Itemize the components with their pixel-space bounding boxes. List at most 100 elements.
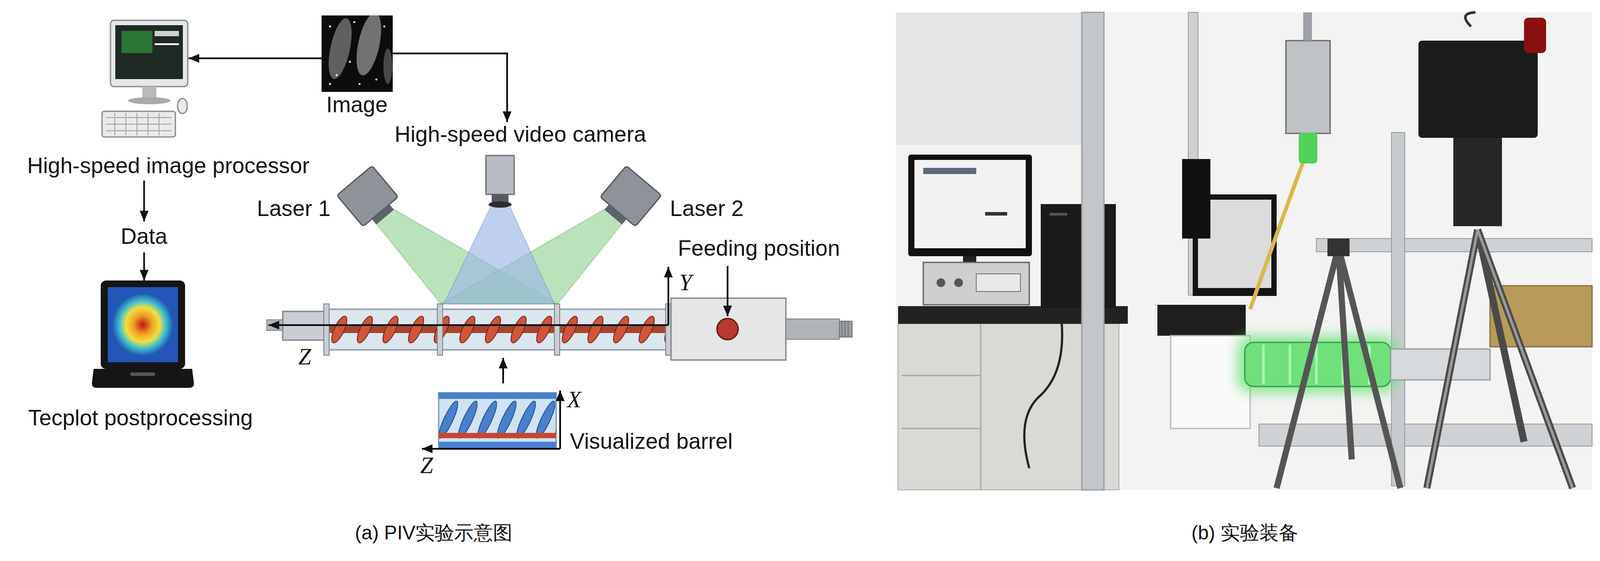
tripod [1276,247,1401,489]
hs-lens [1453,137,1502,227]
screen-bar [923,167,977,175]
laser-head [1298,132,1318,164]
particle-streak [324,16,357,81]
keyboard [102,111,176,137]
icon-node: Visualized barrel [438,392,557,449]
monitor-stand [142,86,157,99]
barrel-window [438,392,557,449]
laptop-icon [91,280,194,388]
knob [936,278,946,288]
flange [554,303,560,356]
axis-strip [438,432,557,439]
particle-streak [383,48,393,84]
camera-icon [485,155,515,208]
pc-slot [1049,212,1068,216]
frame-rail [1316,238,1593,252]
flow-arrow [143,252,145,281]
icon-node: High-speed video camera [484,154,516,208]
node-label: Visualized barrel [569,428,733,455]
photo-screen [914,159,1026,249]
part-label: Feeding position [678,235,841,262]
screen-line [154,43,179,46]
icon-node: Laser 2 [597,163,664,230]
frame-rail [1258,424,1593,447]
shaft-spline [839,321,853,338]
x-axis [559,390,562,449]
tripod-highlight [1426,229,1573,489]
photo-camera [1182,159,1211,239]
laser-arm [1250,150,1308,310]
photo-monitor [908,154,1032,257]
flange [437,303,443,356]
mouse [177,98,188,114]
visualized-barrel-icon [438,392,557,449]
monitor-stand [963,256,977,263]
barrel-rest [1390,348,1491,380]
laser-body [595,165,662,232]
subfigure-caption: (b) 实验装备 [1191,521,1299,545]
tripod [1426,229,1573,489]
z-axis-small [421,447,561,450]
screw [329,314,666,345]
barrel-tube [326,309,669,350]
laptop-lid [100,280,186,369]
lab-photo [895,12,1593,490]
camera-cap [1524,17,1547,54]
frame-post [1391,132,1405,486]
camera-cable [1465,12,1476,27]
axis-label: X [567,386,582,414]
laptop-notch [130,372,156,376]
axis-label: Z [420,452,434,479]
node-label: Laser 1 [257,196,331,222]
screw-blue [438,398,557,442]
particle-streak [352,11,387,78]
laptop-screen [107,287,179,363]
icon-node: Tecplot postprocessing [91,280,194,388]
flow-arrow [143,180,145,222]
monitor-screen [115,25,183,80]
cable [1024,309,1063,469]
feed-port [716,318,739,340]
monitor-icon [102,20,188,137]
screen-bar [154,30,179,37]
flow-arrow [392,53,508,122]
frame-post [1081,12,1104,490]
drive-shaft [785,318,840,340]
laser-mount [1303,12,1312,41]
camera-body [485,155,515,195]
tripod-head [1327,238,1350,257]
camera-view [443,207,555,304]
laser-nozzle [604,204,627,225]
text-node: Data [116,221,172,253]
axis-label: Z [298,343,312,371]
feeding-arrow [726,265,729,317]
extruder [266,298,853,361]
laser-nozzle [371,204,395,225]
laptop-base [91,368,194,388]
section-arrow [502,357,505,384]
flow-arrow [188,57,322,60]
heat-map [111,292,174,357]
icon-node: Laser 1 [334,163,401,230]
laser-housing [337,165,399,227]
barrel-screw [1263,344,1370,385]
node-label: Laser 2 [670,196,744,222]
wall [895,12,1082,145]
laser-housing [600,165,662,227]
node-label: High-speed image processor [26,153,310,179]
y-axis [667,266,670,326]
base-block [1157,304,1246,336]
flange [323,303,330,356]
icon-node: High-speed image processor [102,20,189,143]
icon-node: Image [321,15,393,92]
piv-image [321,11,393,92]
spline-teeth [841,321,849,338]
barrel-wall [438,441,557,449]
axis-label: Y [679,269,693,296]
panel [976,273,1021,292]
barrel-wall [438,392,557,399]
monitor-frame [110,20,188,87]
laser-body [337,165,403,232]
